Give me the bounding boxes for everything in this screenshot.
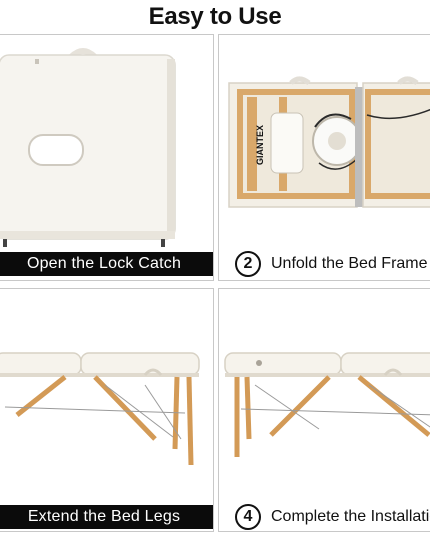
step-2-caption-text: Unfold the Bed Frame <box>271 255 428 272</box>
completed-bed-image <box>224 352 430 457</box>
step-3-panel: Extend the Bed Legs <box>0 288 214 532</box>
bed-legs-extended-image <box>0 352 200 466</box>
step-1-caption: Open the Lock Catch <box>0 252 213 276</box>
step-4-panel: 4 Complete the Installation <box>218 288 430 532</box>
step-3-caption: Extend the Bed Legs <box>0 505 213 529</box>
page-title: Easy to Use <box>148 3 282 30</box>
step-3-caption-text: Extend the Bed Legs <box>27 508 181 525</box>
folded-bed-case-image <box>0 48 176 247</box>
step-1-caption-text: Open the Lock Catch <box>26 255 182 272</box>
step-2-panel: GIANTEX 2 Unfold the Bed Frame <box>218 34 430 281</box>
unfolded-bed-frame-image: GIANTEX <box>228 76 430 208</box>
step-4-caption-text: Complete the Installation <box>271 508 430 525</box>
step-4-number-badge: 4 <box>235 504 261 530</box>
step-4-caption: 4 Complete the Installation <box>219 504 430 530</box>
brand-label: GIANTEX <box>255 125 265 165</box>
step-1-panel: Open the Lock Catch <box>0 34 214 281</box>
step-2-number-badge: 2 <box>235 251 261 277</box>
step-2-caption: 2 Unfold the Bed Frame <box>219 251 430 277</box>
